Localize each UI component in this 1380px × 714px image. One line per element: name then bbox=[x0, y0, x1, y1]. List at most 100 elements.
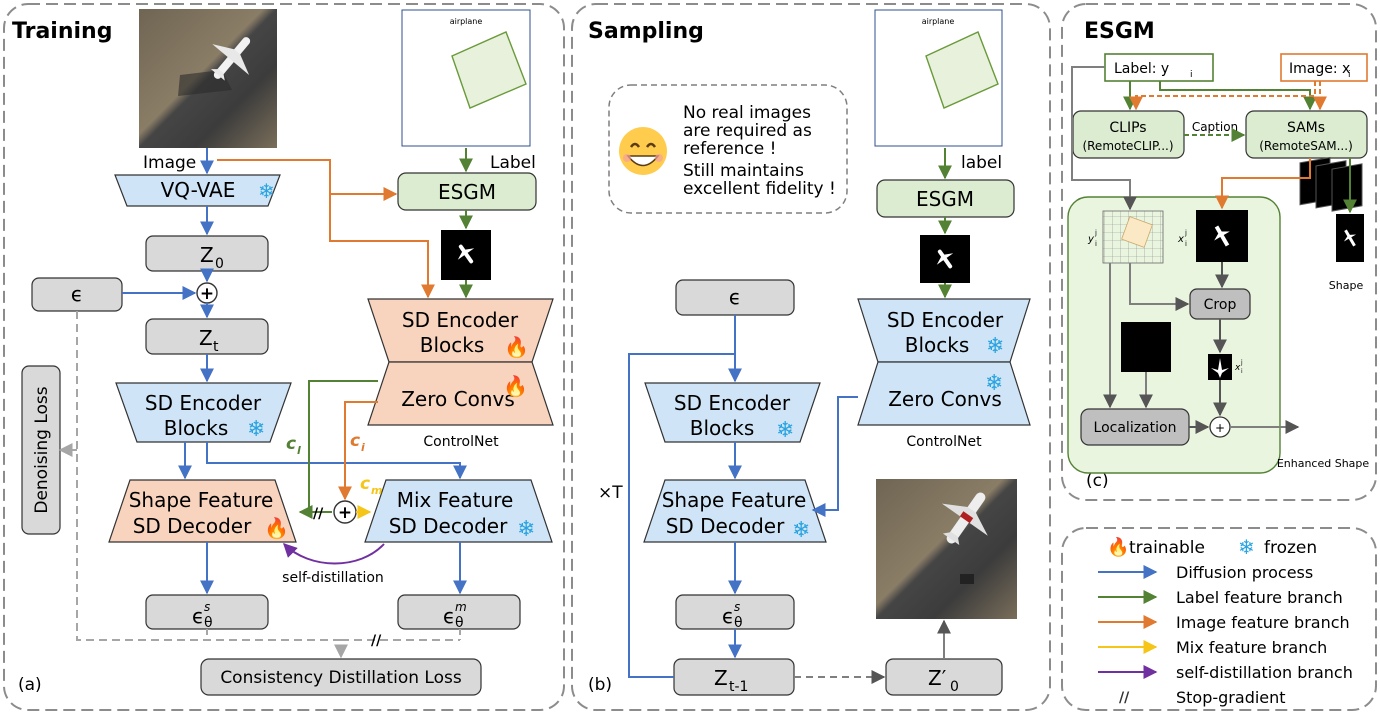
x-crop-symbol: x bbox=[1234, 363, 1241, 373]
sams-block bbox=[1245, 110, 1368, 159]
legend-frozen: frozen bbox=[1264, 538, 1317, 558]
sampling-sd-encoder bbox=[644, 382, 821, 443]
note-line-4: Still maintains bbox=[683, 161, 804, 181]
grid-image bbox=[1102, 210, 1164, 264]
consistency-loss-block bbox=[200, 658, 482, 696]
cm-sub: m bbox=[371, 484, 382, 497]
aerial-image bbox=[139, 9, 277, 148]
self-distillation-label: self-distillation bbox=[282, 570, 384, 586]
vqvae-block bbox=[114, 174, 281, 207]
frozen-icon: ❄ bbox=[985, 371, 1003, 396]
sampling-shape-decoder bbox=[643, 479, 827, 543]
generated-image bbox=[876, 479, 1017, 619]
frozen-icon: ❄ bbox=[258, 179, 275, 203]
sampling-label-bbox bbox=[925, 31, 999, 109]
sd-encoder-line2: Blocks bbox=[164, 416, 229, 440]
note-line-1: No real images bbox=[683, 103, 811, 123]
sams-line1: SAMs bbox=[1287, 120, 1325, 136]
panel-c-tag: (c) bbox=[1086, 471, 1109, 491]
clips-line2: (RemoteCLIP...) bbox=[1082, 139, 1173, 153]
sampling-controlnet-label: ControlNet bbox=[906, 434, 982, 450]
caption-label: Caption bbox=[1192, 120, 1238, 134]
sampling-zero-convs-label: Zero Convs bbox=[888, 387, 1002, 411]
sd-encoder-line1: SD Encoder bbox=[145, 391, 262, 415]
zero-convs-label: Zero Convs bbox=[401, 387, 515, 411]
shape-decoder-line2: SD Decoder bbox=[133, 514, 252, 538]
frozen-icon: ❄ bbox=[792, 518, 810, 543]
mask-crop-input bbox=[1196, 210, 1248, 262]
fire-icon: 🔥 bbox=[504, 335, 529, 359]
cl-label: c bbox=[286, 434, 296, 454]
legend-label-0: Diffusion process bbox=[1176, 563, 1313, 582]
legend-label-5: Stop-gradient bbox=[1176, 688, 1286, 707]
frozen-icon: ❄ bbox=[517, 517, 535, 542]
y-symbol: y bbox=[1087, 234, 1095, 245]
frozen-icon: ❄ bbox=[247, 417, 265, 442]
y-sup: j bbox=[1094, 229, 1097, 237]
training-panel bbox=[3, 3, 565, 711]
legend-label-4: self-distillation branch bbox=[1176, 663, 1353, 682]
z0-prime-sub: 0 bbox=[950, 679, 959, 695]
fire-icon: 🔥 bbox=[503, 374, 528, 398]
shape-decoder-line1: Shape Feature bbox=[129, 488, 274, 512]
x-crop-sup: j bbox=[1240, 359, 1243, 366]
sams-line2: (RemoteSAM...) bbox=[1259, 139, 1353, 153]
legend-stop-gradient-symbol: // bbox=[1119, 690, 1130, 706]
sampling-controlnet-encoder-line1: SD Encoder bbox=[887, 308, 1004, 332]
legend-panel bbox=[1061, 527, 1377, 711]
zt-minus-1-symbol: Z bbox=[714, 666, 728, 690]
mix-decoder-block bbox=[364, 479, 553, 543]
panel-b-tag: (b) bbox=[588, 675, 612, 695]
controlnet-label: ControlNet bbox=[423, 434, 499, 450]
note-line-5: excellent fidelity ! bbox=[683, 179, 836, 199]
cropped-object bbox=[1208, 354, 1232, 380]
vqvae-label: VQ-VAE bbox=[161, 178, 236, 202]
esgm-image-sub: i bbox=[1348, 70, 1351, 80]
esgm-label-input bbox=[1104, 53, 1214, 82]
esgm-label-text: Label: y bbox=[1114, 61, 1169, 77]
denoising-loss-label: Denoising Loss bbox=[32, 386, 52, 513]
zero-convs-block bbox=[367, 361, 554, 426]
shape-mask bbox=[441, 230, 491, 280]
eps-s-symbol: ϵ bbox=[192, 604, 204, 628]
localization-label: Localization bbox=[1094, 420, 1177, 436]
eps-s-sup: s bbox=[204, 600, 210, 614]
ci-sub: i bbox=[361, 441, 365, 454]
zt-symbol: Z bbox=[199, 326, 213, 350]
note-box bbox=[608, 84, 848, 214]
sampling-eps-s-sup: s bbox=[734, 600, 740, 614]
stop-gradient-mark: // bbox=[313, 506, 324, 522]
label-image-class: airplane bbox=[450, 17, 483, 26]
training-title: Training bbox=[12, 19, 112, 44]
enhanced-shape-stack bbox=[1299, 156, 1363, 429]
frozen-icon: ❄ bbox=[986, 334, 1004, 359]
eps-m-sub: θ bbox=[455, 615, 464, 631]
z0-symbol: Z bbox=[200, 243, 214, 267]
sampling-zero-convs bbox=[857, 361, 1031, 426]
fire-icon: 🔥 bbox=[1107, 536, 1129, 558]
ci-label: c bbox=[350, 431, 360, 451]
sampling-panel bbox=[571, 3, 1051, 711]
esgm-image-text: Image: x bbox=[1289, 61, 1350, 77]
mix-decoder-line1: Mix Feature bbox=[397, 488, 514, 512]
esgm-shape-output bbox=[1336, 214, 1364, 262]
sampling-connections bbox=[628, 148, 952, 684]
x-sup: j bbox=[1184, 229, 1187, 237]
shape-decoder-block bbox=[108, 479, 297, 543]
label-caption: Label bbox=[490, 153, 536, 173]
legend-label-1: Label feature branch bbox=[1176, 588, 1343, 607]
y-sub: i bbox=[1095, 240, 1097, 248]
x-symbol: x bbox=[1177, 234, 1184, 245]
sampling-title: Sampling bbox=[588, 19, 704, 44]
sd-encoder-block bbox=[115, 382, 292, 443]
sampling-shape-decoder-line2: SD Decoder bbox=[666, 514, 785, 538]
refinement-region bbox=[1067, 196, 1281, 474]
sampling-controlnet-encoder-line2: Blocks bbox=[905, 333, 970, 357]
clips-line1: CLIPs bbox=[1109, 120, 1146, 136]
esgm-label: ESGM bbox=[438, 180, 496, 204]
noise-symbol: ϵ bbox=[71, 282, 83, 306]
snowflake-icon: ❄ bbox=[1238, 535, 1255, 559]
smiley-icon bbox=[619, 127, 667, 175]
